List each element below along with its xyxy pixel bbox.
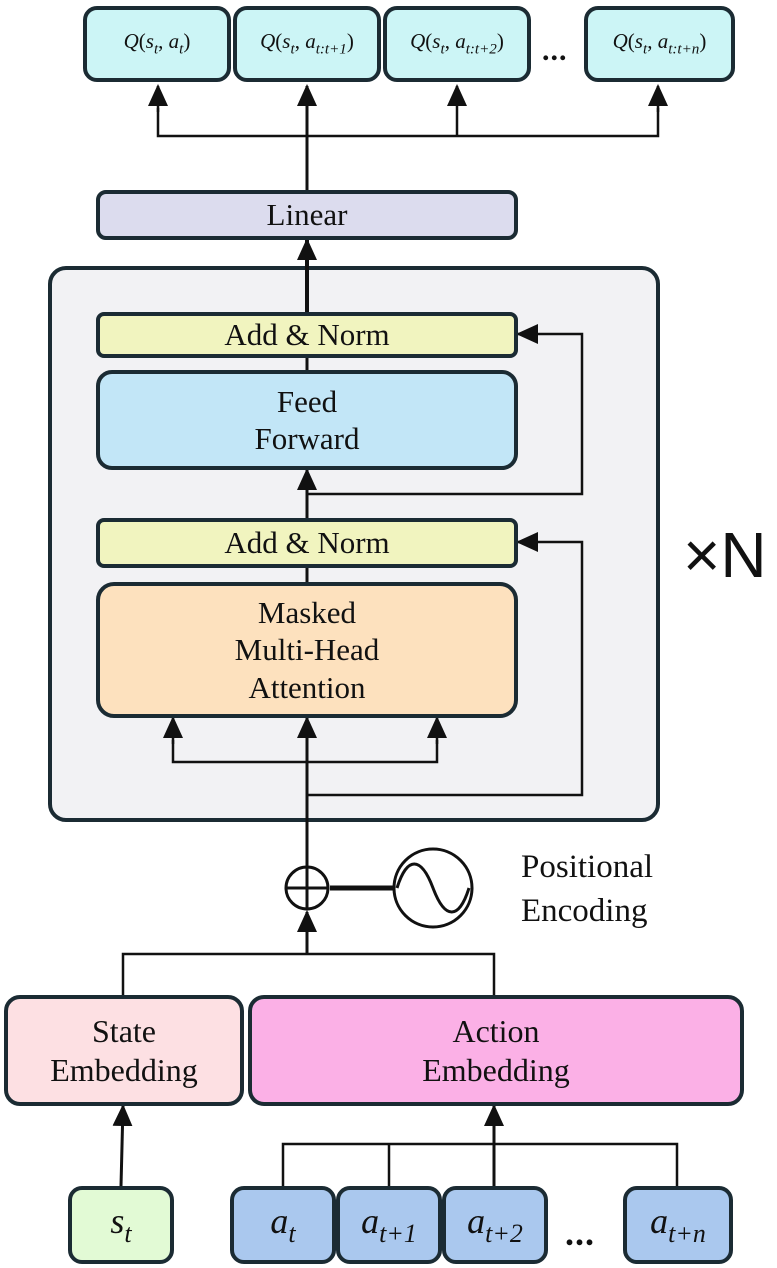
- q-output-box: Q(st, at:t+n): [584, 6, 735, 82]
- wire-action-inputs: [281, 1142, 679, 1186]
- output-ellipsis: ...: [542, 34, 568, 67]
- q-output-box: Q(st, at:t+1): [233, 6, 381, 82]
- input-ellipsis: ...: [565, 1213, 595, 1253]
- action-embedding: Action Embedding: [248, 995, 744, 1106]
- sine-wave-icon: [392, 847, 474, 929]
- circle-plus-icon: [284, 865, 330, 911]
- add-norm-top: Add & Norm: [96, 312, 518, 358]
- q-output-box: Q(st, at): [83, 6, 231, 82]
- q-output-box: Q(st, at:t+2): [383, 6, 531, 82]
- wire-residual-ff: [307, 324, 584, 496]
- wire-state-input: [112, 1104, 133, 1187]
- action-token: at+n: [623, 1186, 733, 1264]
- wire-residual-attn: [307, 532, 584, 797]
- linear-layer: Linear: [96, 190, 518, 240]
- add-norm-bottom: Add & Norm: [96, 518, 518, 568]
- linear-label: Linear: [266, 197, 348, 233]
- wire-embeddings-merge: [121, 952, 496, 995]
- feed-forward: Feed Forward: [96, 370, 518, 470]
- action-token: at+1: [336, 1186, 442, 1264]
- repeat-n-label: ×N: [683, 519, 767, 591]
- action-token: at: [230, 1186, 336, 1264]
- positional-encoding-label: Positional Encoding: [521, 849, 654, 929]
- state-embedding: State Embedding: [4, 995, 244, 1106]
- state-token: st: [68, 1186, 174, 1264]
- masked-multi-head-attention: Masked Multi-Head Attention: [96, 582, 518, 718]
- action-token: at+2: [442, 1186, 548, 1264]
- wire-output-branch: [156, 108, 660, 138]
